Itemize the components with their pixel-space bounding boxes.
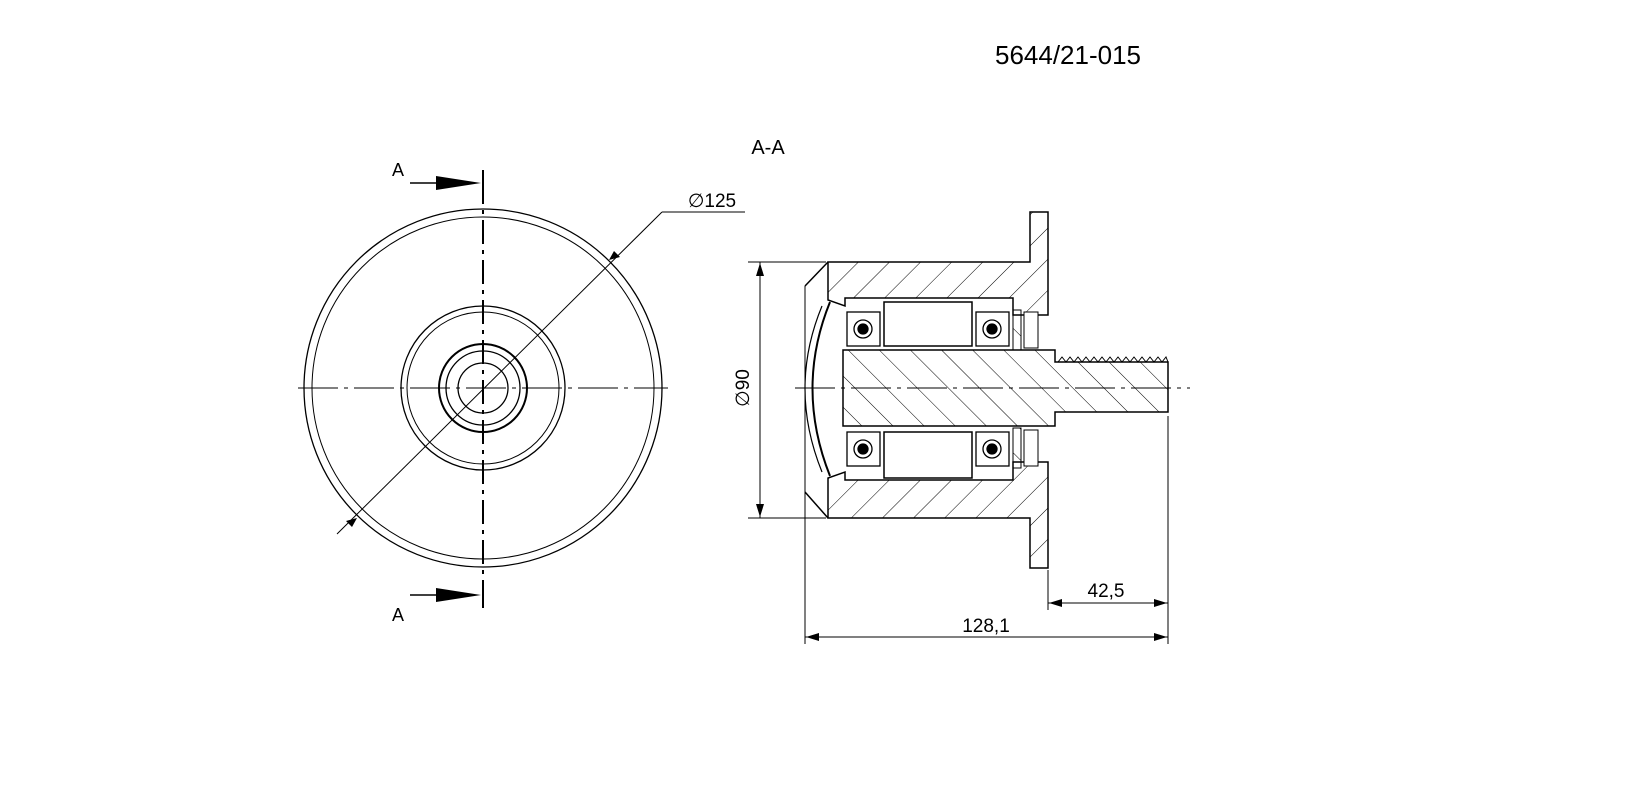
- bearing-lower-left: [846, 431, 881, 467]
- bearing-upper-right: [975, 311, 1010, 347]
- diameter-125-arrow-upper: [609, 251, 620, 260]
- shaft: [842, 349, 1169, 427]
- section-arrow-top: [410, 176, 481, 190]
- drawing-number: 5644/21-015: [995, 40, 1141, 70]
- dust-cap: [811, 301, 831, 477]
- shaft-thread: [1057, 356, 1169, 363]
- spacer-upper: [883, 301, 973, 347]
- spacer-lower: [883, 431, 973, 479]
- diameter-125-leader: [336, 211, 745, 535]
- section-arrow-bottom: [410, 588, 481, 602]
- section-mark-top: A: [392, 160, 404, 180]
- diameter-125-label: ∅125: [688, 191, 736, 212]
- bearing-lower-right: [975, 431, 1010, 467]
- housing-upper: [827, 211, 1049, 316]
- seal-upper: [1012, 309, 1022, 351]
- seal-lower: [1012, 427, 1022, 469]
- section-view: [804, 211, 1169, 569]
- section-mark-bottom: A: [392, 605, 404, 625]
- section-title: A-A: [751, 137, 785, 159]
- diameter-125-arrow-lower: [346, 518, 357, 527]
- bearing-upper-left: [846, 311, 881, 347]
- shaft-extension-label: 42,5: [1088, 581, 1125, 602]
- diameter-90-dimension: [748, 261, 826, 519]
- overall-length-label: 128,1: [962, 616, 1010, 637]
- diameter-90-label: ∅90: [733, 369, 754, 407]
